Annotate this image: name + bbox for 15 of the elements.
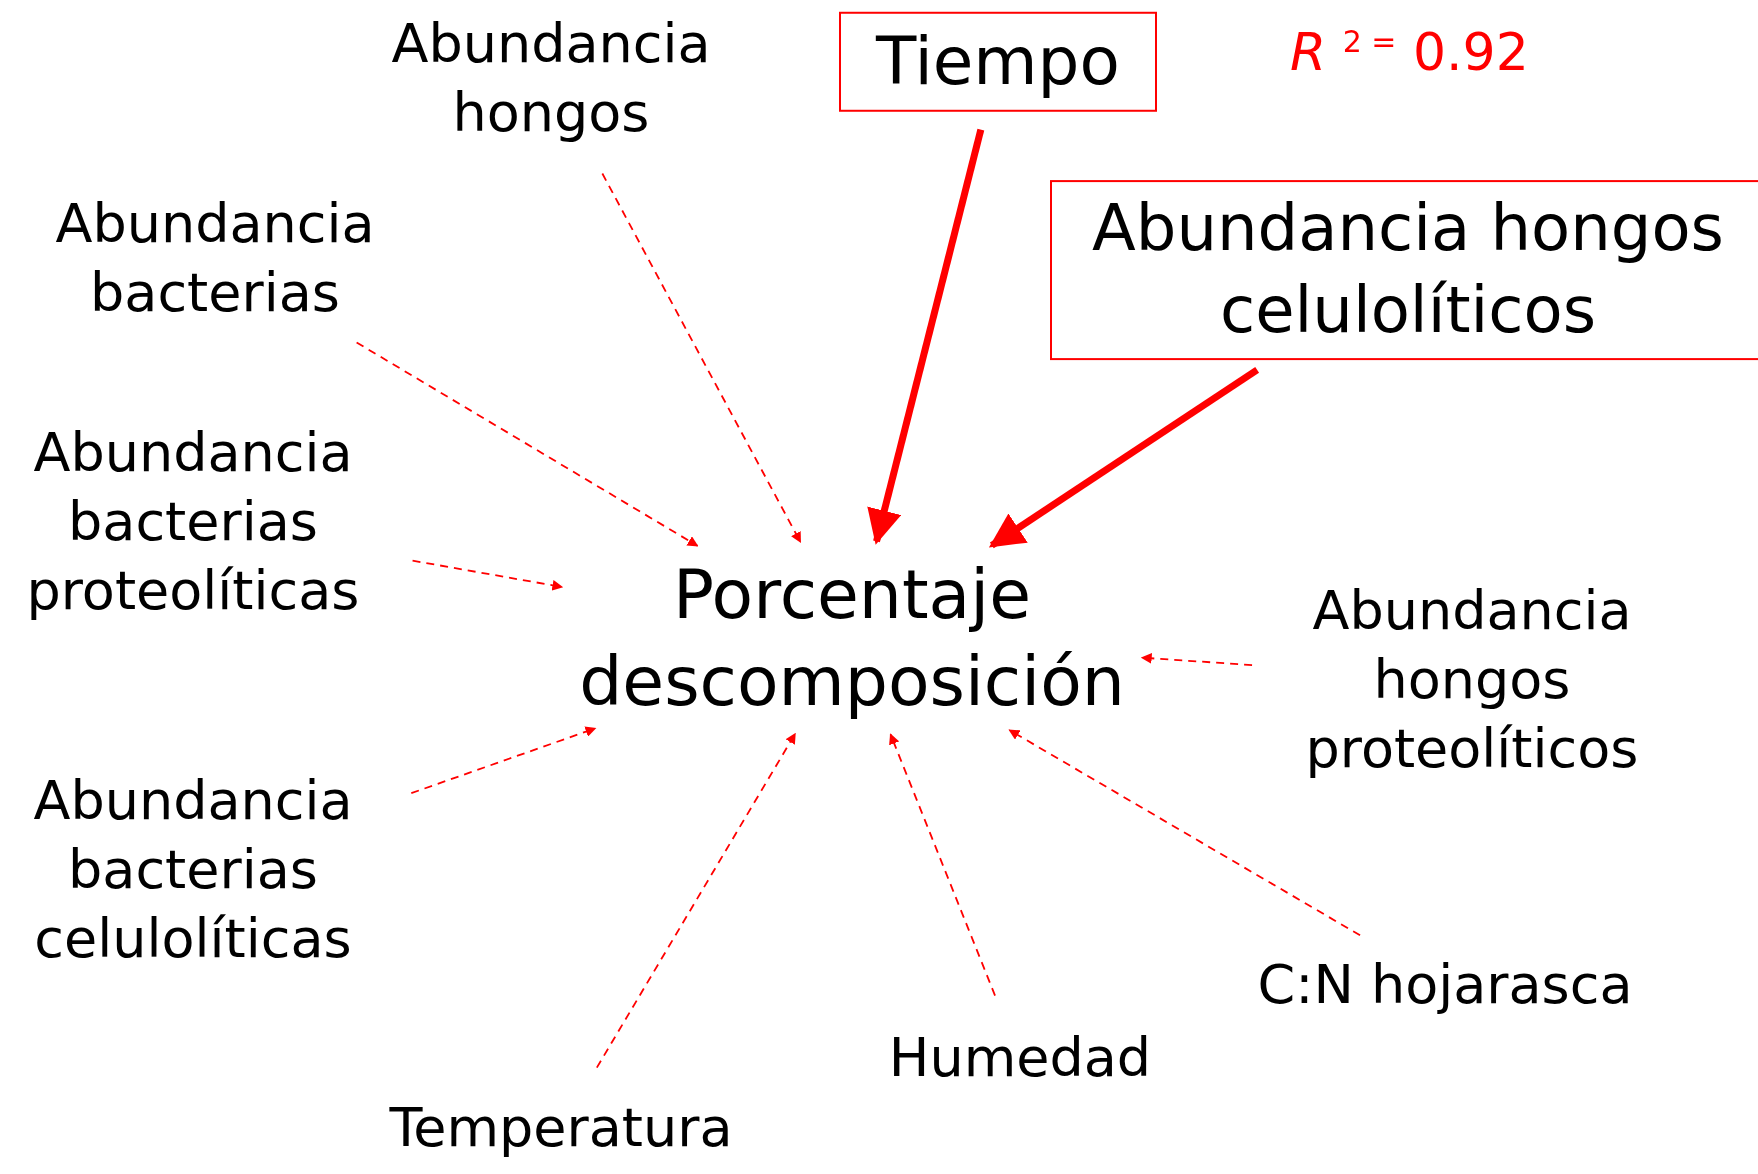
arrow — [889, 733, 996, 997]
arrow — [988, 366, 1260, 549]
factor-box — [1050, 180, 1758, 360]
arrow — [411, 559, 564, 591]
arrow — [595, 732, 797, 1069]
r-squared-label: R $^{2 =}$ 0.92 — [1290, 22, 1529, 82]
box-text: Tiempo — [874, 21, 1121, 102]
arrow — [1008, 729, 1361, 937]
factor-box — [839, 11, 1157, 113]
arrow — [410, 726, 597, 795]
arrow — [601, 172, 802, 544]
arrow — [1140, 652, 1253, 666]
arrow — [355, 341, 699, 547]
box-text: Abundancia hongos celulolíticos — [1091, 190, 1725, 349]
arrow — [867, 128, 985, 545]
